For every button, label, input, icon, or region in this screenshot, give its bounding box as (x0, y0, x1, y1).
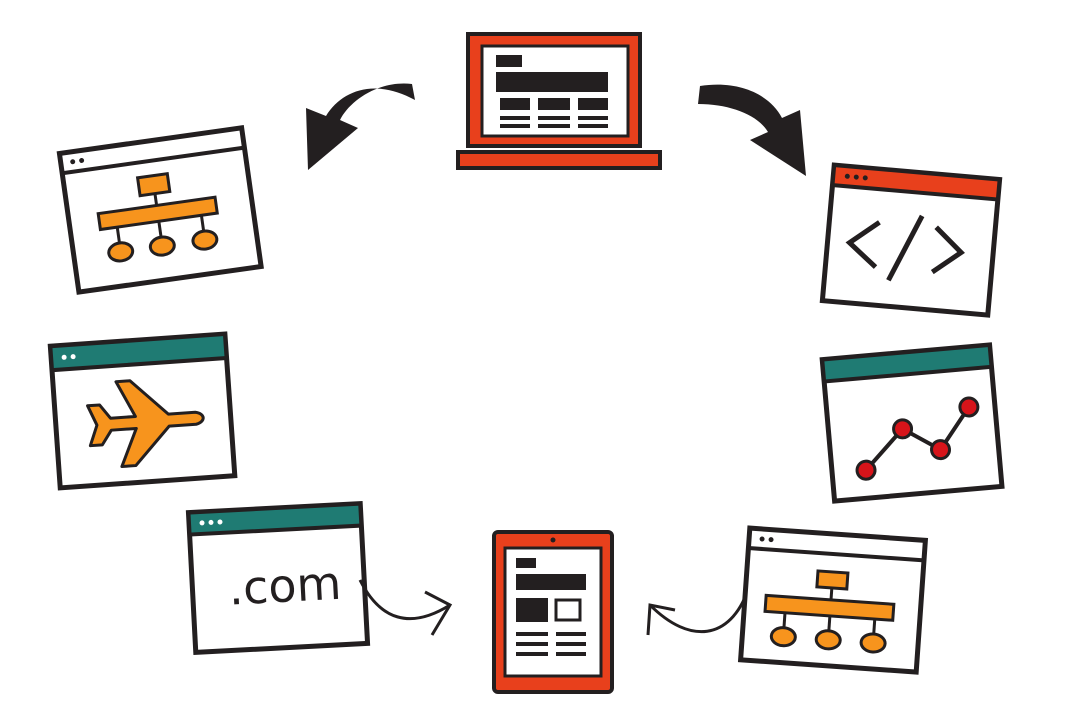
thin-arrow-icon (358, 579, 453, 636)
code-window-icon (819, 162, 1003, 318)
sitemap-window-icon-2 (737, 525, 929, 675)
chart-point (892, 418, 914, 440)
laptop-icon (456, 32, 662, 170)
domain-window-icon: .com (185, 500, 371, 656)
line-chart-window-icon (819, 342, 1005, 504)
chart-point (958, 396, 980, 418)
sitemap-window-icon (56, 125, 264, 295)
domain-text: .com (227, 556, 343, 616)
airplane-window-icon (47, 331, 238, 491)
curved-arrow-right-icon (698, 84, 806, 176)
chart-point (930, 439, 952, 461)
tablet-icon (492, 530, 614, 694)
chart-point (855, 459, 877, 481)
thin-arrow-icon-2 (646, 589, 750, 636)
curved-arrow-left-icon (306, 83, 415, 170)
